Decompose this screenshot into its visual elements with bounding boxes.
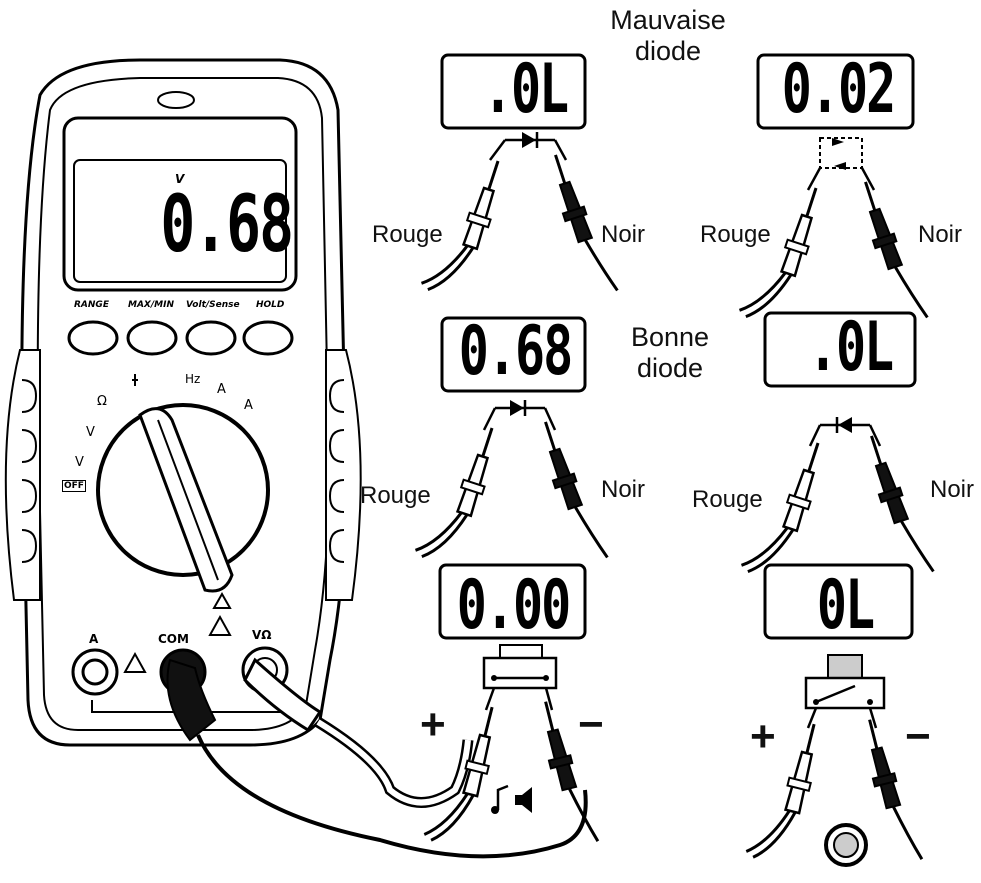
- panel-continuity-open: [743, 563, 924, 868]
- dc-volt-symbol: V: [86, 425, 95, 440]
- vohm-terminal-label: VΩ: [252, 628, 272, 642]
- bad-open-black-label: Noir: [601, 221, 646, 248]
- com-terminal-label: COM: [158, 632, 189, 646]
- maxmin-button[interactable]: [126, 320, 178, 356]
- bad-diode-title: Mauvaise diode: [610, 5, 726, 67]
- good-diode-forward-reading: 0.68: [458, 311, 573, 391]
- meter-lcd-unit: V: [175, 172, 185, 186]
- dc-amp-symbol: A: [217, 382, 226, 397]
- panel-bad-diode-open: [418, 53, 619, 303]
- off-symbol: OFF: [62, 480, 86, 492]
- maxmin-label: MAX/MIN: [128, 300, 174, 310]
- good-diode-reverse-reading: .0L: [807, 307, 894, 387]
- good-diode-title: Bonne diode: [630, 322, 710, 384]
- panel-good-diode-reverse: [738, 311, 935, 585]
- hz-symbol: Hz: [185, 372, 201, 386]
- panel-bad-diode-short: [736, 53, 929, 330]
- ac-amp-symbol: A: [244, 398, 253, 413]
- good-forward-black-label: Noir: [601, 476, 646, 503]
- hold-label: HOLD: [256, 300, 285, 310]
- multimeter: [4, 58, 588, 859]
- silent-buzzer-icon: [824, 823, 868, 867]
- good-reverse-red-label: Rouge: [692, 486, 763, 513]
- good-reverse-black-label: Noir: [930, 476, 975, 503]
- bad-diode-open-reading: .0L: [482, 49, 569, 129]
- voltsense-button[interactable]: [185, 320, 237, 356]
- panel-continuity-closed: [421, 563, 600, 851]
- good-forward-red-label: Rouge: [360, 482, 431, 509]
- ac-volt-symbol: V: [75, 455, 84, 470]
- bad-short-red-label: Rouge: [700, 221, 771, 248]
- a-terminal-label: A: [89, 632, 99, 646]
- range-button[interactable]: [67, 320, 119, 356]
- minus-sign-right: −: [905, 712, 931, 761]
- dial-knob[interactable]: [138, 407, 234, 593]
- range-label: RANGE: [74, 300, 109, 310]
- minus-sign-left: −: [578, 700, 604, 749]
- continuity-open-reading: 0L: [816, 565, 875, 645]
- plus-sign-left: +: [420, 700, 446, 749]
- continuity-closed-reading: 0.00: [456, 565, 571, 645]
- panel-good-diode-forward: [412, 316, 609, 570]
- meter-lcd-reading: 0.68: [160, 178, 294, 270]
- voltsense-label: Volt/Sense: [186, 300, 240, 310]
- hold-button[interactable]: [242, 320, 294, 356]
- bad-short-black-label: Noir: [918, 221, 963, 248]
- bad-diode-short-reading: 0.02: [781, 49, 896, 129]
- buzzer-icon: [491, 784, 532, 814]
- bad-open-red-label: Rouge: [372, 221, 443, 248]
- plus-sign-right: +: [750, 712, 776, 761]
- ohm-symbol: Ω: [97, 394, 107, 409]
